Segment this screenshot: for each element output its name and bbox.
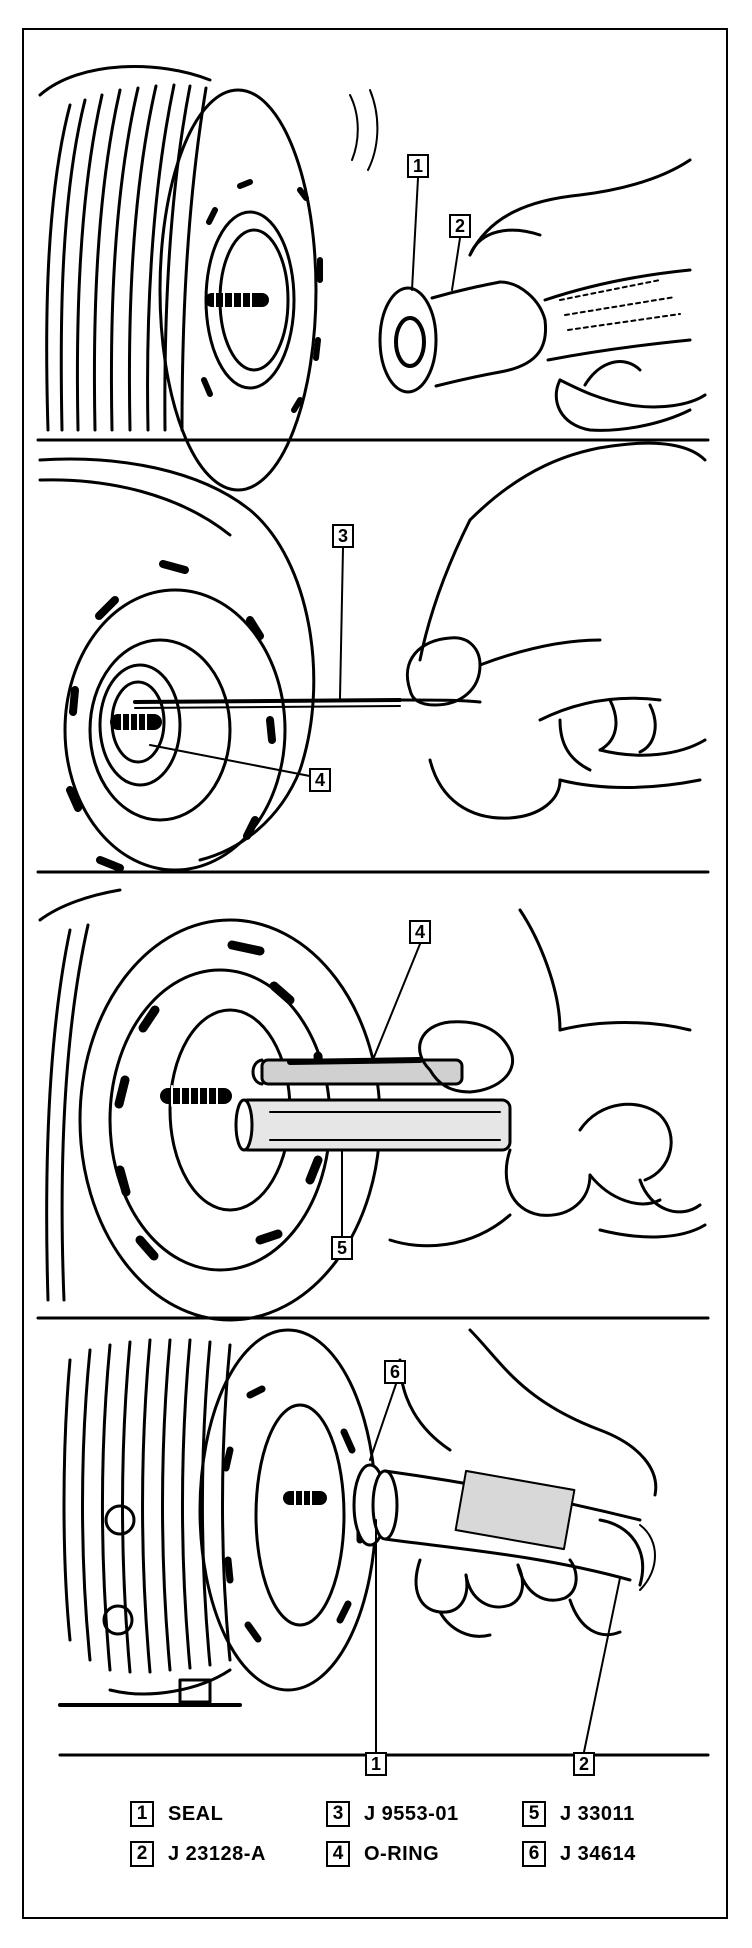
o-ring-installer-tool <box>234 1057 512 1152</box>
legend-number: 1 <box>130 1801 154 1827</box>
legend-item-seal: 1 SEAL <box>130 1800 223 1828</box>
callout-hook-tool: 3 <box>332 524 354 548</box>
leader-lines <box>149 177 621 1753</box>
legend-label: SEAL <box>168 1802 224 1825</box>
legend-number: 6 <box>522 1841 546 1867</box>
legend-item-j955301: 3 J 9553-01 <box>326 1800 459 1828</box>
hand <box>468 158 707 432</box>
legend-label: J 9553-01 <box>364 1802 459 1825</box>
callout-seal-installed: 1 <box>365 1752 387 1776</box>
legend-label: J 33011 <box>560 1802 635 1825</box>
pulley-face <box>38 457 316 872</box>
callout-seal: 1 <box>407 154 429 178</box>
legend-number: 4 <box>326 1841 350 1867</box>
callout-o-ring-installed: 4 <box>409 920 431 944</box>
o-ring-tool <box>133 698 482 709</box>
seal-remover-tool <box>378 268 692 394</box>
compressor-pulley <box>58 1328 378 1707</box>
hand <box>405 441 707 820</box>
panel-3-install-o-ring <box>38 888 707 1322</box>
seal-installer-tool <box>352 1463 656 1591</box>
callout-seal-protector: 6 <box>384 1360 406 1384</box>
legend-item-j23128a: 2 J 23128-A <box>130 1840 266 1868</box>
legend-label: J 34614 <box>560 1842 636 1865</box>
callout-seal-remover: 2 <box>449 214 471 238</box>
compressor-pulley <box>38 64 379 492</box>
legend-item-o-ring: 4 O-RING <box>326 1840 439 1868</box>
legend-item-j33011: 5 J 33011 <box>522 1800 635 1828</box>
panel-1-remove-seal <box>38 64 707 492</box>
legend-label: J 23128-A <box>168 1842 266 1865</box>
legend-number: 2 <box>130 1841 154 1867</box>
callout-o-ring-installer: 5 <box>331 1236 353 1260</box>
figure-frame <box>22 28 728 1919</box>
hand <box>388 908 707 1248</box>
panel-4-install-seal <box>58 1328 658 1707</box>
callout-o-ring: 4 <box>309 768 331 792</box>
legend-label: O-RING <box>364 1842 440 1865</box>
legend-item-j34614: 6 J 34614 <box>522 1840 636 1868</box>
legend-number: 5 <box>522 1801 546 1827</box>
legend-number: 3 <box>326 1801 350 1827</box>
callout-seal-installer: 2 <box>573 1752 595 1776</box>
panel-2-remove-o-ring <box>38 441 707 872</box>
